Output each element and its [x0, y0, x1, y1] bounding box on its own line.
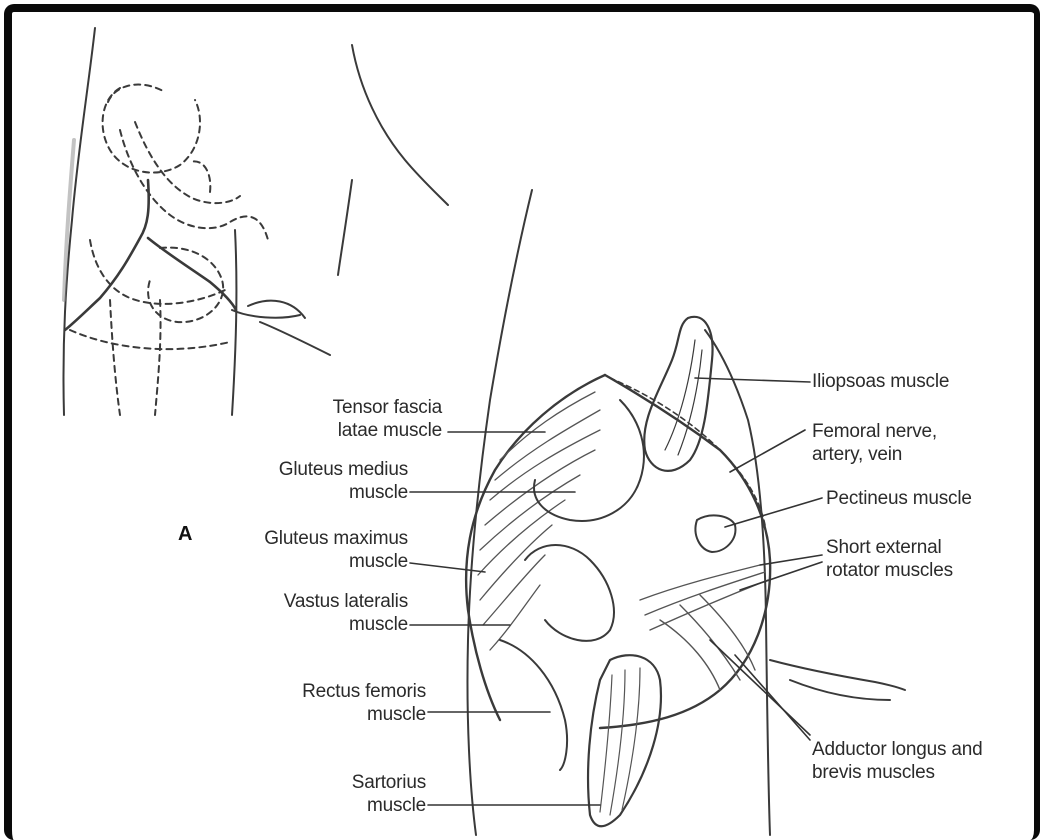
label-iliopsoas: Iliopsoas muscle — [812, 370, 949, 393]
surgical-exposure — [466, 317, 770, 826]
label-gluteus-maximus: Gluteus maximus muscle — [264, 527, 408, 573]
label-tensor-fascia-latae: Tensor fascia latae muscle — [333, 396, 442, 442]
label-pectineus: Pectineus muscle — [826, 487, 972, 510]
leader-lines — [410, 378, 822, 805]
label-gluteus-medius: Gluteus medius muscle — [279, 458, 408, 504]
label-rectus-femoris: Rectus femoris muscle — [302, 680, 426, 726]
label-short-external-rotators: Short external rotator muscles — [826, 536, 953, 582]
panel-letter: A — [178, 523, 192, 546]
label-adductor-longus-brevis: Adductor longus and brevis muscles — [812, 738, 983, 784]
label-sartorius: Sartorius muscle — [352, 771, 426, 817]
label-vastus-lateralis: Vastus lateralis muscle — [284, 590, 408, 636]
label-femoral-nerve-artery-vein: Femoral nerve, artery, vein — [812, 420, 937, 466]
inset-hip-sketch — [63, 28, 330, 415]
